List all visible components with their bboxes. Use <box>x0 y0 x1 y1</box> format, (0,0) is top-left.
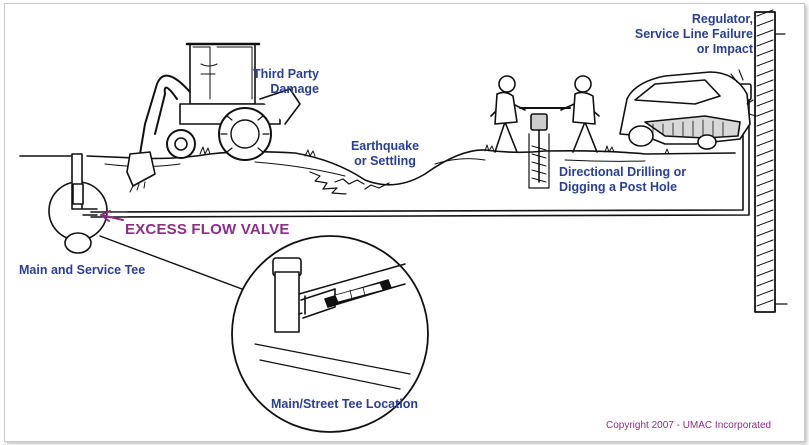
crashed-car-illustration <box>620 70 756 149</box>
diagram-frame: Regulator, Service Line Failure or Impac… <box>4 3 805 442</box>
label-directional-drilling: Directional Drilling or Digging a Post H… <box>559 165 686 195</box>
label-regulator: Regulator, Service Line Failure or Impac… <box>623 12 753 57</box>
label-earthquake: Earthquake or Settling <box>335 139 435 169</box>
label-drilling-line2: Digging a Post Hole <box>559 180 686 195</box>
label-third-party-line2: Damage <box>219 82 319 97</box>
label-regulator-line3: or Impact <box>623 42 753 57</box>
label-drilling-line1: Directional Drilling or <box>559 165 686 180</box>
label-main-service-tee: Main and Service Tee <box>19 263 145 278</box>
label-regulator-line2: Service Line Failure <box>623 27 753 42</box>
label-earthquake-line2: or Settling <box>335 154 435 169</box>
label-earthquake-line1: Earthquake <box>335 139 435 154</box>
label-excess-flow-valve: EXCESS FLOW VALVE <box>125 222 290 237</box>
copyright-text: Copyright 2007 - UMAC Incorporated <box>606 420 771 431</box>
label-street-tee-location: Main/Street Tee Location <box>271 397 418 412</box>
main-service-tee-illustration <box>49 154 107 253</box>
label-third-party-line1: Third Party <box>219 67 319 82</box>
label-third-party-damage: Third Party Damage <box>219 67 319 97</box>
label-regulator-line1: Regulator, <box>623 12 753 27</box>
